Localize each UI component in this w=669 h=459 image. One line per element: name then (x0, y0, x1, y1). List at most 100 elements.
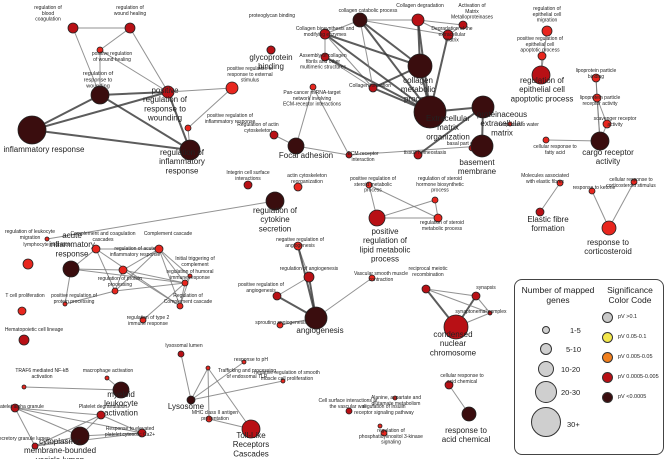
node-circle-n90[interactable] (461, 406, 477, 422)
node-circle-n85[interactable] (392, 395, 398, 401)
node-circle-n49[interactable] (265, 191, 285, 211)
node-circle-n61[interactable] (139, 316, 147, 324)
node-circle-n21[interactable] (413, 95, 447, 129)
node-circle-n45[interactable] (535, 207, 545, 217)
node-circle-n92[interactable] (96, 410, 106, 420)
node-circle-n4[interactable] (225, 81, 239, 95)
node-circle-n47[interactable] (630, 178, 638, 186)
node-circle-n86[interactable] (377, 423, 383, 429)
node-circle-n73[interactable] (421, 284, 431, 294)
node-circle-n84[interactable] (345, 407, 353, 415)
node-circle-n15[interactable] (442, 29, 454, 41)
node-circle-n91[interactable] (10, 403, 20, 413)
node-circle-n54[interactable] (118, 265, 128, 275)
node-circle-n74[interactable] (471, 291, 481, 301)
node-circle-n6[interactable] (161, 85, 175, 99)
node-circle-n52[interactable] (91, 244, 101, 254)
node-circle-n79[interactable] (186, 395, 196, 405)
node-circle-n77[interactable] (177, 350, 185, 358)
node-circle-n71[interactable] (276, 321, 284, 329)
node-circle-n72[interactable] (304, 306, 328, 330)
node-circle-n22[interactable] (471, 95, 495, 119)
node-circle-n66[interactable] (112, 381, 130, 399)
node-circle-n50[interactable] (44, 236, 50, 242)
node-circle-n5[interactable] (90, 85, 110, 105)
node-circle-n27[interactable] (592, 93, 602, 103)
node-circle-n39[interactable] (293, 182, 303, 192)
node-circle-n59[interactable] (62, 301, 68, 307)
node-circle-n94[interactable] (137, 428, 147, 438)
node-circle-n26[interactable] (591, 73, 601, 83)
node-circle-n7[interactable] (17, 115, 47, 145)
node-circle-n63[interactable] (18, 334, 30, 346)
node-circle-n82[interactable] (241, 419, 261, 439)
node-circle-n40[interactable] (365, 181, 373, 189)
node-circle-n64[interactable] (21, 384, 27, 390)
node-circle-n31[interactable] (542, 136, 550, 144)
node-circle-n48[interactable] (601, 220, 617, 236)
node-circle-n69[interactable] (272, 291, 282, 301)
node-circle-n24[interactable] (537, 51, 547, 61)
node-circle-n35[interactable] (413, 150, 423, 160)
node-circle-n95[interactable] (70, 426, 90, 446)
node-circle-n43[interactable] (368, 209, 386, 227)
node-circle-n68[interactable] (303, 271, 315, 283)
node-circle-n76[interactable] (443, 314, 469, 340)
node-circle-n42[interactable] (433, 213, 443, 223)
node-circle-n8[interactable] (184, 124, 192, 132)
node-circle-n44[interactable] (556, 179, 564, 187)
node-circle-n20[interactable] (309, 83, 317, 91)
edge-n57-n61 (142, 282, 186, 321)
node-circle-n56[interactable] (62, 260, 80, 278)
node-circle-n29[interactable] (590, 131, 610, 151)
node-circle-n70[interactable] (368, 274, 376, 282)
node-circle-n81[interactable] (205, 415, 213, 423)
node-circle-n2[interactable] (124, 22, 136, 34)
node-circle-n12[interactable] (352, 12, 368, 28)
node-circle-n17[interactable] (320, 52, 330, 62)
node-label-n13: Collagen degradation (396, 3, 444, 9)
node-circle-n28[interactable] (602, 119, 612, 129)
node-circle-n93[interactable] (31, 442, 39, 450)
node-circle-n3[interactable] (96, 46, 104, 54)
node-circle-n18[interactable] (368, 83, 378, 93)
node-circle-n9[interactable] (179, 139, 201, 161)
node-circle-n65[interactable] (104, 375, 110, 381)
node-circle-n11[interactable] (266, 45, 276, 55)
node-circle-n87[interactable] (380, 429, 388, 437)
node-circle-n58[interactable] (111, 287, 119, 295)
node-circle-n25[interactable] (531, 65, 551, 85)
node-circle-n19[interactable] (407, 53, 433, 79)
node-label-n75: synaptonemal complex (455, 309, 507, 315)
node-circle-n78[interactable] (241, 359, 247, 365)
node-circle-n37[interactable] (470, 134, 494, 158)
node-circle-n57[interactable] (181, 279, 189, 287)
node-circle-n23[interactable] (541, 25, 553, 37)
node-circle-n30[interactable] (507, 121, 513, 127)
node-circle-n53[interactable] (154, 244, 164, 254)
node-circle-n62[interactable] (17, 306, 27, 316)
node-circle-n55[interactable] (187, 273, 193, 279)
node-circle-n89[interactable] (444, 380, 454, 390)
node-circle-n32[interactable] (269, 130, 279, 140)
node-circle-n34[interactable] (345, 151, 353, 159)
node-circle-n33[interactable] (287, 137, 305, 155)
node-circle-n13[interactable] (411, 13, 425, 27)
legend-color-swatch-1 (602, 312, 613, 323)
node-circle-n60[interactable] (176, 302, 184, 310)
node-circle-n83[interactable] (280, 378, 286, 384)
node-circle-n51[interactable] (22, 258, 34, 270)
node-circle-n75[interactable] (487, 310, 493, 316)
node-circle-n16[interactable] (319, 28, 331, 40)
node-circle-n46[interactable] (588, 187, 596, 195)
node-circle-n41[interactable] (431, 196, 439, 204)
node-circle-n1[interactable] (67, 22, 79, 34)
node-circle-n38[interactable] (243, 180, 253, 190)
node-circle-n80[interactable] (205, 365, 211, 371)
node-circle-n67[interactable] (293, 241, 303, 251)
node-circle-n14[interactable] (458, 20, 468, 30)
